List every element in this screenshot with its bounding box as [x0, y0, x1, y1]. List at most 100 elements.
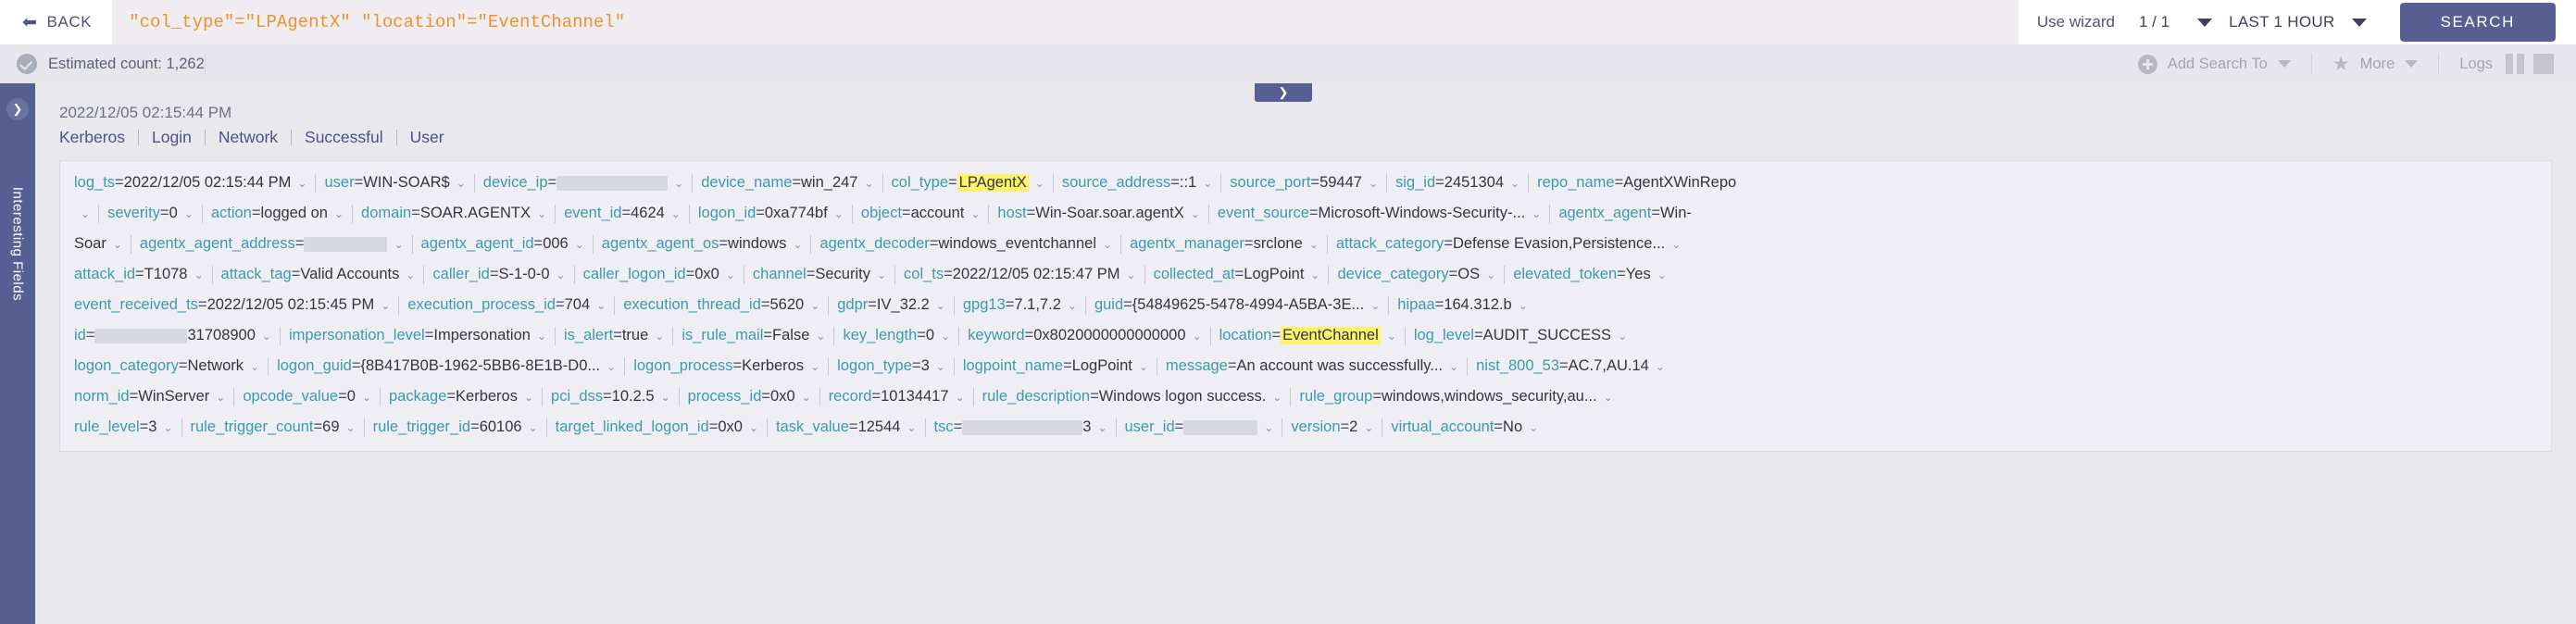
field-chevron-down-icon[interactable]: ⌄ — [816, 329, 826, 343]
field-chevron-down-icon[interactable]: ⌄ — [394, 237, 404, 251]
log-tag[interactable]: Successful — [305, 128, 383, 146]
field-event_source[interactable]: event_source=Microsoft-Windows-Security-… — [1209, 206, 1549, 221]
log-tag[interactable]: Kerberos — [59, 128, 126, 146]
field-object[interactable]: object=account⌄ — [853, 206, 989, 221]
search-button[interactable]: SEARCH — [2399, 3, 2556, 42]
field-agentx_agent[interactable]: agentx_agent=Win- — [1550, 206, 1700, 221]
field-chevron-down-icon[interactable]: ⌄ — [1657, 268, 1667, 281]
field-agentx_manager[interactable]: agentx_manager=srclone⌄ — [1121, 236, 1327, 252]
field-event_id[interactable]: event_id=4624⌄ — [556, 206, 689, 221]
field-chevron-down-icon[interactable]: ⌄ — [833, 206, 844, 220]
field-attack_id[interactable]: attack_id=T1078⌄ — [66, 267, 212, 282]
field-chevron-down-icon[interactable]: ⌄ — [537, 206, 547, 220]
field-chevron-down-icon[interactable]: ⌄ — [876, 268, 887, 281]
field-chevron-down-icon[interactable]: ⌄ — [1671, 237, 1682, 251]
field-chevron-down-icon[interactable]: ⌄ — [574, 237, 584, 251]
field-chevron-down-icon[interactable]: ⌄ — [941, 329, 951, 343]
field-sig_id[interactable]: sig_id=2451304⌄ — [1387, 175, 1528, 191]
field-chevron-down-icon[interactable]: ⌄ — [216, 390, 226, 404]
field-event_received_ts[interactable]: event_received_ts=2022/12/05 02:15:45 PM… — [66, 297, 398, 313]
field-user[interactable]: user=WIN-SOAR$⌄ — [316, 175, 473, 191]
field-chevron-down-icon[interactable]: ⌄ — [1034, 176, 1044, 190]
field-chevron-down-icon[interactable]: ⌄ — [935, 359, 945, 373]
field-rule_level[interactable]: rule_level=3⌄ — [66, 419, 181, 435]
field-continuation[interactable]: Soar⌄ — [66, 236, 131, 252]
field-chevron-down-icon[interactable]: ⌄ — [381, 298, 391, 312]
field-logon_category[interactable]: logon_category=Network⌄ — [66, 358, 268, 374]
log-tag[interactable]: User — [409, 128, 444, 146]
collapse-panel-button[interactable]: ❯ — [1255, 83, 1312, 102]
field-caller_logon_id[interactable]: caller_logon_id=0x0⌄ — [575, 267, 744, 282]
field-elevated_token[interactable]: elevated_token=Yes⌄ — [1505, 267, 1675, 282]
field-log_level[interactable]: log_level=AUDIT_SUCCESS⌄ — [1406, 328, 1635, 343]
interesting-fields-rail[interactable]: ❯ Interesting Fields — [0, 83, 35, 624]
field-chevron-down-icon[interactable]: ⌄ — [1264, 420, 1274, 434]
field-chevron-down-icon[interactable]: ⌄ — [112, 237, 122, 251]
log-tag[interactable]: Network — [218, 128, 279, 146]
field-chevron-down-icon[interactable]: ⌄ — [810, 359, 820, 373]
field-chevron-down-icon[interactable]: ⌄ — [606, 359, 617, 373]
field-chevron-down-icon[interactable]: ⌄ — [528, 420, 538, 434]
field-col_ts[interactable]: col_ts=2022/12/05 02:15:47 PM⌄ — [895, 267, 1144, 282]
field-chevron-down-icon[interactable]: ⌄ — [1386, 329, 1396, 343]
field-execution_process_id[interactable]: execution_process_id=704⌄ — [399, 297, 614, 313]
field-chevron-down-icon[interactable]: ⌄ — [801, 390, 811, 404]
field-opcode_value[interactable]: opcode_value=0⌄ — [234, 389, 380, 405]
split-view-icon[interactable] — [2506, 54, 2524, 74]
field-chevron-down-icon[interactable]: ⌄ — [1518, 298, 1528, 312]
field-chevron-down-icon[interactable]: ⌄ — [955, 390, 965, 404]
field-collected_at[interactable]: collected_at=LogPoint⌄ — [1145, 267, 1329, 282]
field-chevron-down-icon[interactable]: ⌄ — [1655, 359, 1665, 373]
field-chevron-down-icon[interactable]: ⌄ — [81, 206, 91, 220]
field-chevron-down-icon[interactable]: ⌄ — [1310, 268, 1320, 281]
field-logon_type[interactable]: logon_type=3⌄ — [829, 358, 954, 374]
field-severity[interactable]: severity=0⌄ — [99, 206, 202, 221]
field-chevron-down-icon[interactable]: ⌄ — [935, 298, 945, 312]
field-guid[interactable]: guid={54849625-5478-4994-A5BA-3E...⌄ — [1086, 297, 1388, 313]
field-message[interactable]: message=An account was successfully...⌄ — [1157, 358, 1467, 374]
field-chevron-down-icon[interactable]: ⌄ — [1190, 206, 1200, 220]
field-chevron-down-icon[interactable]: ⌄ — [250, 359, 260, 373]
field-agentx_agent_id[interactable]: agentx_agent_id=006⌄ — [413, 236, 593, 252]
field-gdpr[interactable]: gdpr=IV_32.2⌄ — [829, 297, 954, 313]
field-execution_thread_id[interactable]: execution_thread_id=5620⌄ — [615, 297, 828, 313]
field-chevron-down-icon[interactable]: ⌄ — [523, 390, 534, 404]
single-view-icon[interactable] — [2533, 54, 2554, 74]
field-keyword[interactable]: keyword=0x8020000000000000⌄ — [959, 328, 1209, 343]
field-id[interactable]: id=31708900⌄ — [66, 328, 280, 343]
field-version[interactable]: version=2⌄ — [1282, 419, 1382, 435]
back-button[interactable]: ⬅ BACK — [22, 13, 112, 31]
field-device_name[interactable]: device_name=win_247⌄ — [693, 175, 882, 191]
field-source_address[interactable]: source_address=::1⌄ — [1054, 175, 1220, 191]
field-chevron-down-icon[interactable]: ⌄ — [793, 237, 803, 251]
field-chevron-down-icon[interactable]: ⌄ — [1618, 329, 1628, 343]
field-key_length[interactable]: key_length=0⌄ — [834, 328, 958, 343]
field-chevron-down-icon[interactable]: ⌄ — [674, 176, 684, 190]
field-chevron-down-icon[interactable]: ⌄ — [1192, 329, 1202, 343]
field-chevron-down-icon[interactable]: ⌄ — [1364, 420, 1374, 434]
field-location[interactable]: location=EventChannel⌄ — [1211, 327, 1405, 344]
field-chevron-down-icon[interactable]: ⌄ — [670, 206, 681, 220]
field-chevron-down-icon[interactable]: ⌄ — [333, 206, 344, 220]
use-wizard-link[interactable]: Use wizard — [2036, 13, 2115, 31]
field-record[interactable]: record=10134417⌄ — [820, 389, 973, 405]
field-device_ip[interactable]: device_ip=⌄ — [475, 175, 692, 191]
field-gpg13[interactable]: gpg13=7.1,7.2⌄ — [955, 297, 1085, 313]
field-is_alert[interactable]: is_alert=true⌄ — [556, 328, 672, 343]
field-chevron-down-icon[interactable]: ⌄ — [406, 268, 416, 281]
field-tsc[interactable]: tsc=3⌄ — [926, 419, 1116, 435]
field-target_linked_logon_id[interactable]: target_linked_logon_id=0x0⌄ — [547, 419, 767, 435]
field-continuation[interactable]: ⌄ — [66, 208, 98, 219]
field-chevron-down-icon[interactable]: ⌄ — [1486, 268, 1496, 281]
field-channel[interactable]: channel=Security⌄ — [744, 267, 894, 282]
field-pci_dss[interactable]: pci_dss=10.2.5⌄ — [543, 389, 679, 405]
field-chevron-down-icon[interactable]: ⌄ — [810, 298, 820, 312]
field-repo_name[interactable]: repo_name=AgentXWinRepo — [1529, 175, 1744, 191]
field-chevron-down-icon[interactable]: ⌄ — [361, 390, 371, 404]
field-chevron-down-icon[interactable]: ⌄ — [345, 420, 356, 434]
field-chevron-down-icon[interactable]: ⌄ — [1510, 176, 1520, 190]
field-chevron-down-icon[interactable]: ⌄ — [1067, 298, 1077, 312]
field-chevron-down-icon[interactable]: ⌄ — [1370, 298, 1381, 312]
field-chevron-down-icon[interactable]: ⌄ — [1368, 176, 1379, 190]
more-button[interactable]: ★ More — [2312, 55, 2438, 74]
